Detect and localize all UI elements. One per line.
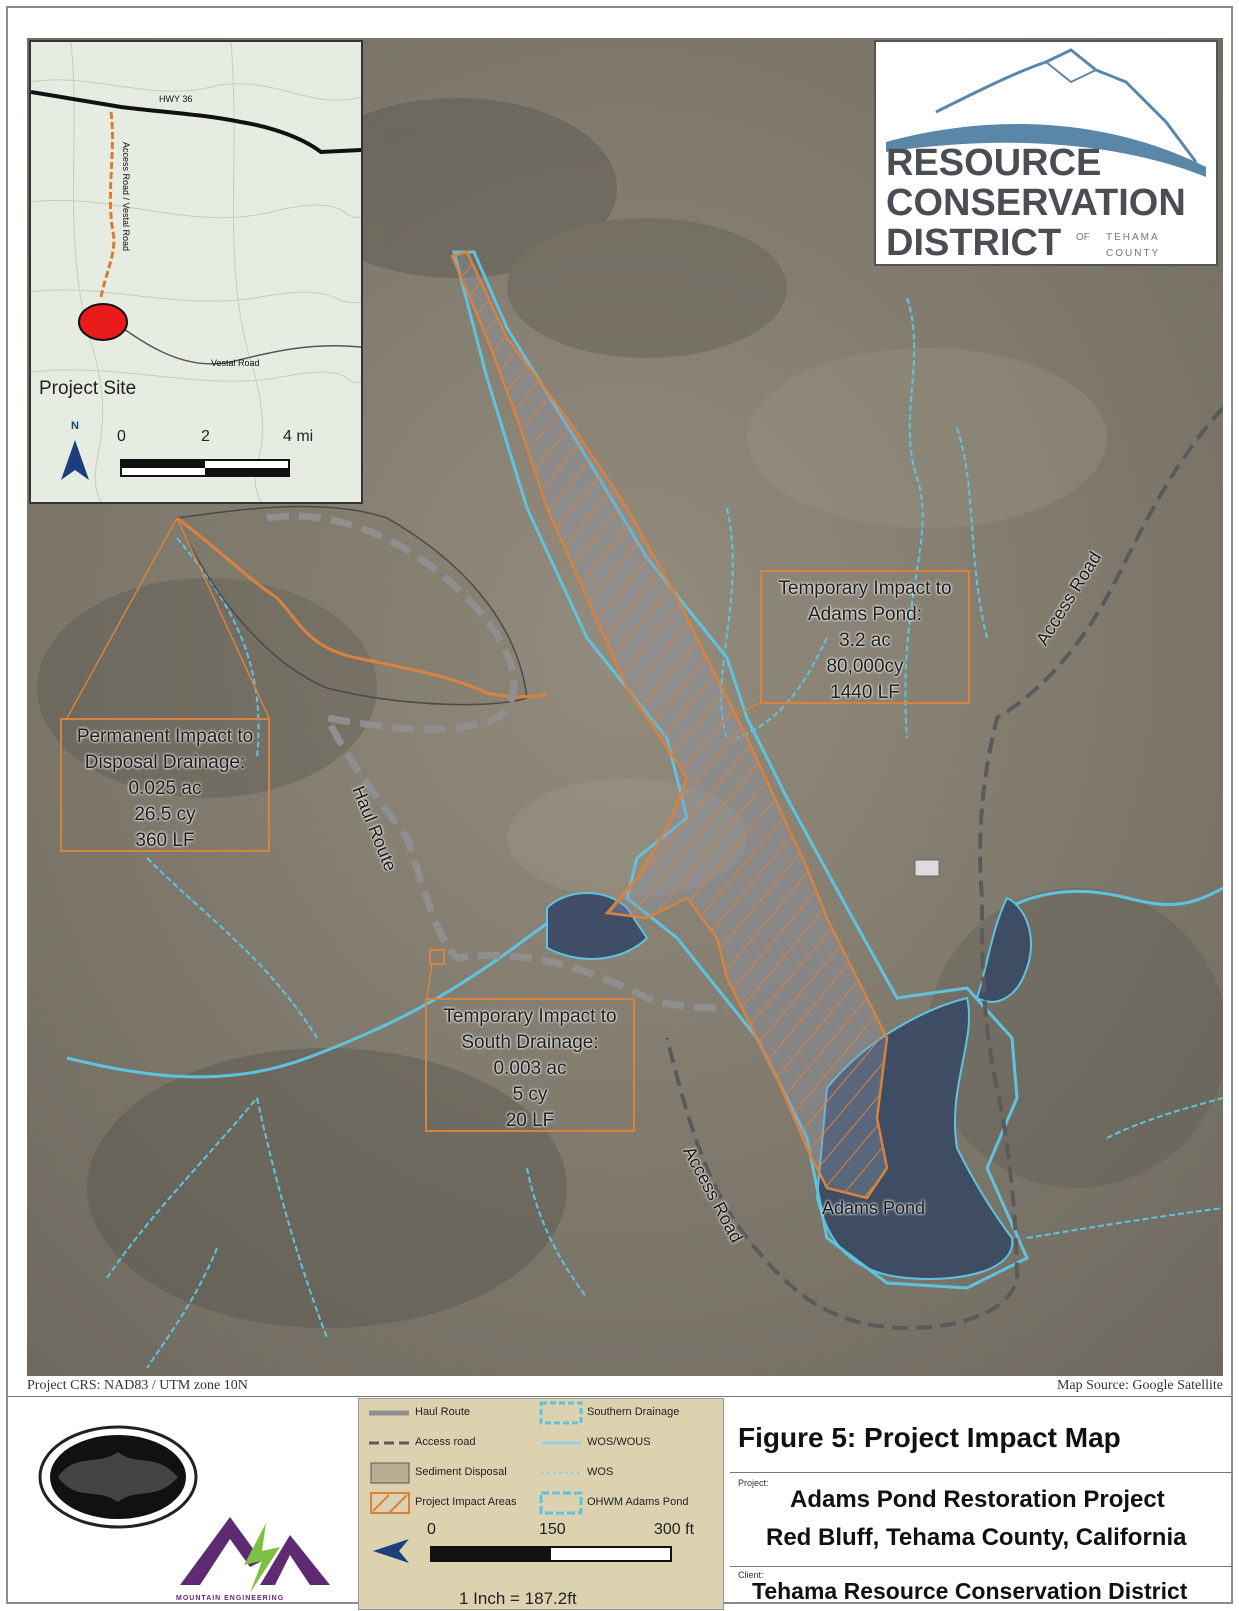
legend-scale-150: 150 [539, 1521, 566, 1538]
inset-access-label: Access Road / Vestal Road [121, 142, 131, 252]
haul-route [266, 512, 728, 1012]
legend-ratio: 1 Inch = 187.2ft [459, 1589, 577, 1608]
map-legend: Haul Route Access road Sediment Disposal… [358, 1398, 724, 1610]
project-site-marker [78, 303, 128, 341]
legend-impact-symbol [370, 1492, 410, 1514]
project-name: Adams Pond Restoration Project [790, 1486, 1165, 1513]
inset-canvas [31, 42, 361, 502]
legend-symbols [369, 1401, 672, 1563]
project-location: Red Bluff, Tehama County, California [766, 1524, 1187, 1551]
rcd-line3: DISTRICT [886, 222, 1062, 264]
client-label: Client: [738, 1570, 764, 1580]
disposal-drainage-impact [176, 516, 548, 699]
inset-vestal-road [100, 311, 361, 365]
leader-south [426, 962, 433, 999]
inset-vestal-label: Vestal Road [211, 358, 260, 368]
impact-map[interactable]: Temporary Impact to Adams Pond: 3.2 ac 8… [27, 38, 1223, 1376]
label-perm-disposal: Permanent Impact to Disposal Drainage: 0… [60, 718, 270, 852]
project-impact-area [450, 250, 889, 1200]
map-canvas [27, 38, 1223, 1376]
title-panel: Figure 5: Project Impact Map Project: Ad… [730, 1398, 1233, 1610]
legend-haul-label: Haul Route [415, 1406, 471, 1418]
access-road [665, 406, 1223, 1331]
legend-scale-300: 300 ft [654, 1521, 695, 1538]
legend-north-arrow-icon [373, 1539, 409, 1563]
east-pond [975, 896, 1032, 1003]
rcd-county: COUNTY [1106, 248, 1161, 259]
inset-scale-2: 2 [201, 428, 210, 445]
legend-ohwm-symbol [539, 1491, 583, 1515]
rcd-mountain-icon [886, 48, 1206, 177]
rcd-line2: CONSERVATION [886, 182, 1186, 224]
legend-wous-label: WOS/WOUS [587, 1436, 651, 1448]
inset-scale-0: 0 [117, 428, 126, 445]
leader-disposal-2 [176, 517, 270, 719]
leader-disposal [66, 517, 178, 719]
south-impact-mark [429, 949, 445, 965]
legend-access-label: Access road [415, 1436, 476, 1448]
inset-hwy-label: HWY 36 [159, 94, 193, 104]
label-temp-south: Temporary Impact to South Drainage: 0.00… [425, 998, 635, 1132]
footer-divider [8, 1396, 1231, 1397]
adams-pond-label: Adams Pond [822, 1198, 926, 1218]
source-note: Map Source: Google Satellite [1056, 1378, 1223, 1393]
title-divider-1 [730, 1472, 1233, 1473]
north-arrow-icon [61, 440, 89, 480]
inset-north-label: N [71, 420, 79, 432]
location-inset-map[interactable]: HWY 36 Access Road / Vestal Road Vestal … [29, 40, 363, 504]
mountain-engineering-icon [180, 1517, 330, 1593]
wen-logo [36, 1422, 200, 1532]
inset-scale-4: 4 mi [283, 428, 314, 445]
inset-access-road [99, 111, 116, 298]
client-name: Tehama Resource Conservation District [752, 1578, 1188, 1604]
mountain-engineering-text: MOUNTAIN ENGINEERING [176, 1595, 285, 1602]
mountain-engineering-logo: MOUNTAIN ENGINEERING [170, 1505, 340, 1610]
east-drainage [1006, 886, 1223, 910]
legend-disposal-symbol [370, 1462, 410, 1484]
wen-logo-icon [38, 1425, 198, 1529]
leader-adams [726, 702, 761, 719]
project-site-label: Project Site [39, 378, 137, 399]
rcd-of: OF [1076, 232, 1090, 243]
inset-hwy36 [31, 90, 361, 155]
legend-southern-symbol [539, 1401, 583, 1425]
legend-southern-label: Southern Drainage [587, 1406, 680, 1418]
crs-note: Project CRS: NAD83 / UTM zone 10N [27, 1378, 248, 1393]
vegetation-texture [37, 98, 1223, 1328]
legend-impact-label: Project Impact Areas [415, 1496, 517, 1508]
legend-ohwm-label: OHWM Adams Pond [587, 1496, 689, 1508]
legend-disposal-label: Sediment Disposal [415, 1466, 507, 1478]
rcd-line1: RESOURCE [886, 142, 1102, 184]
rcd-logo: RESOURCE CONSERVATION DISTRICT OF TEHAMA… [874, 40, 1218, 266]
figure-title: Figure 5: Project Impact Map [738, 1422, 1121, 1453]
title-divider-2 [730, 1566, 1233, 1567]
rcd-tehama: TEHAMA [1106, 232, 1160, 243]
legend-wos-label: WOS [587, 1466, 614, 1478]
project-label: Project: [738, 1478, 769, 1488]
label-temp-adams: Temporary Impact to Adams Pond: 3.2 ac 8… [760, 570, 970, 704]
legend-scale-0: 0 [427, 1521, 436, 1538]
structure [914, 859, 940, 877]
